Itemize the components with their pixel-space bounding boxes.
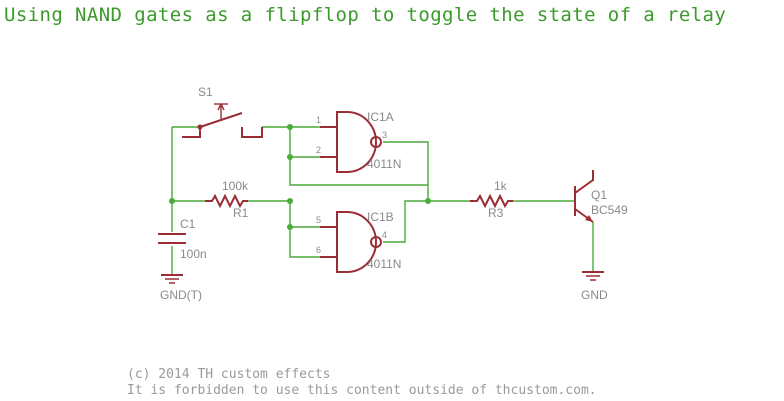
- ic1a-pin3-label: 3: [382, 130, 387, 140]
- s1-label: S1: [198, 85, 213, 99]
- ic1a-pin1-label: 1: [316, 115, 321, 125]
- usage-notice-line: It is forbidden to use this content outs…: [127, 383, 597, 398]
- copyright-line: (c) 2014 TH custom effects: [127, 367, 331, 382]
- transistor-q1: Q1 BC549: [574, 170, 628, 223]
- junctions: [169, 124, 431, 230]
- junction-dot: [425, 198, 431, 204]
- resistor-r1: 100k R1: [205, 179, 249, 220]
- ic1a-pin2-label: 2: [316, 145, 321, 155]
- q1-value-label: BC549: [591, 203, 628, 217]
- wire-ic1b-output: [383, 200, 428, 243]
- ic1b-pin6-label: 6: [316, 245, 321, 255]
- diagram-title: Using NAND gates as a flipflop to toggle…: [4, 4, 727, 26]
- capacitor-c1: C1 100n: [158, 217, 207, 261]
- gnd-right-label: GND: [581, 288, 608, 302]
- ground-right-symbol: GND: [581, 271, 608, 302]
- ic1b-value-label: 4011N: [367, 257, 401, 271]
- ic1a-value-label: 4011N: [367, 157, 401, 171]
- junction-dot: [287, 198, 293, 204]
- gnd-left-label: GND(T): [160, 288, 202, 302]
- ic1b-pin5-label: 5: [316, 215, 321, 225]
- ic1b-pin4-label: 4: [382, 230, 387, 240]
- ground-left-symbol: GND(T): [160, 274, 202, 302]
- nand-gate-ic1b: 5 6 4 IC1B 4011N: [316, 210, 401, 273]
- ic1b-name-label: IC1B: [367, 210, 394, 224]
- ic1a-name-label: IC1A: [367, 110, 394, 124]
- wires: [171, 126, 594, 275]
- c1-value-label: 100n: [180, 247, 207, 261]
- wire-ic1b-pin6: [289, 227, 320, 258]
- c1-name-label: C1: [180, 217, 196, 231]
- wire-ic1a-output: [383, 141, 429, 201]
- junction-dot: [169, 198, 175, 204]
- switch-s1: S1: [182, 85, 263, 138]
- r3-name-label: R3: [488, 206, 504, 220]
- junction-dot: [287, 124, 293, 130]
- wire-feedback: [289, 157, 428, 186]
- resistor-r3: 1k R3: [470, 179, 513, 220]
- r1-value-label: 100k: [222, 179, 249, 193]
- r1-name-label: R1: [233, 206, 249, 220]
- junction-dot: [287, 154, 293, 160]
- nand-gate-ic1a: 1 2 3 IC1A 4011N: [316, 110, 401, 173]
- r3-value-label: 1k: [494, 179, 508, 193]
- q1-name-label: Q1: [591, 188, 607, 202]
- junction-dot: [287, 224, 293, 230]
